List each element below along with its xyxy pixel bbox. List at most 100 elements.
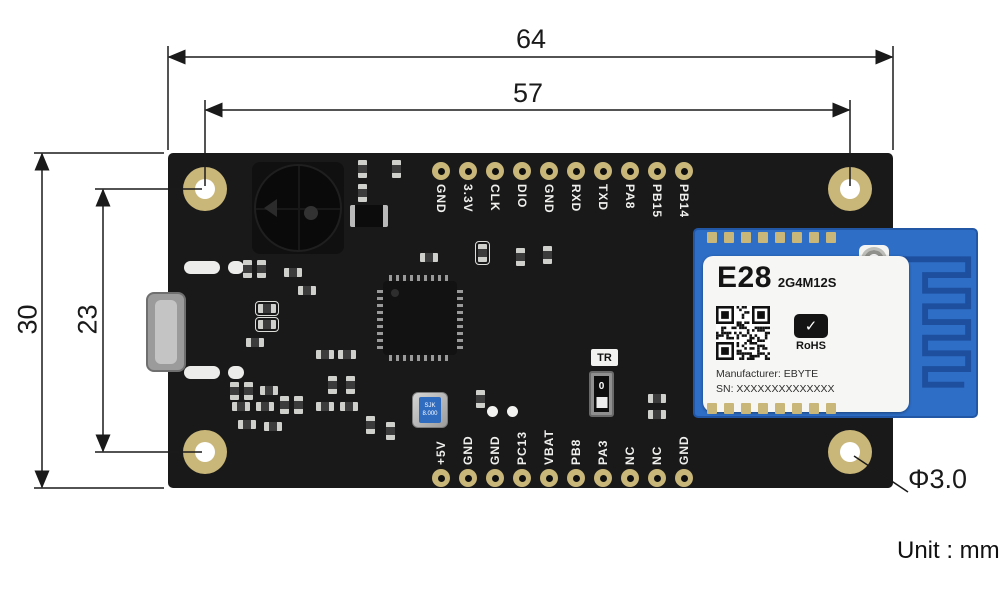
- smd-component: [230, 382, 239, 400]
- pin-pb8: PB8: [567, 411, 585, 487]
- pin-nc: NC: [648, 411, 666, 487]
- pin-label: PB15: [650, 184, 664, 219]
- module-castellation-pad: [758, 403, 768, 414]
- pin-txd: TXD: [594, 162, 612, 238]
- pin-dio: DIO: [513, 162, 531, 238]
- mcu-pins-left: [377, 287, 383, 349]
- module-castellation-pad: [707, 232, 717, 243]
- smd-component: [244, 382, 253, 400]
- silkscreen-mark: [228, 366, 244, 379]
- smd-component: [232, 402, 250, 411]
- smd-component: [255, 317, 279, 332]
- smd-component: [294, 396, 303, 414]
- smd-component: [516, 248, 525, 266]
- module-name: E28: [717, 261, 772, 294]
- pin-label: GND: [542, 184, 556, 214]
- smd-component: [476, 390, 485, 408]
- pin-label: PA8: [623, 184, 637, 210]
- module-castellation-pad: [792, 232, 802, 243]
- smd-component: [475, 241, 490, 265]
- module-title: E28 2G4M12S: [717, 261, 836, 295]
- module-castellation-pad: [826, 232, 836, 243]
- pin-pad: [675, 162, 693, 180]
- module-castellation-pad: [707, 403, 717, 414]
- antenna-trace: [885, 256, 972, 388]
- module-castellation-pad: [809, 232, 819, 243]
- smd-component: [280, 396, 289, 414]
- smd-component: [392, 160, 401, 178]
- rohs-text: RoHS: [796, 340, 826, 352]
- pin-pad: [675, 469, 693, 487]
- pin-pad: [648, 469, 666, 487]
- smd-component: [284, 268, 302, 277]
- pin-clk: CLK: [486, 162, 504, 238]
- silkscreen-mark: [228, 261, 244, 274]
- tr-switch-value: 0: [598, 381, 605, 392]
- pin-pa3: PA3: [594, 411, 612, 487]
- test-point: [507, 406, 518, 417]
- dim-overall-width: 64: [515, 24, 547, 54]
- pin-pad: [594, 469, 612, 487]
- pin-gnd: GND: [459, 411, 477, 487]
- pin-label: PA3: [596, 439, 610, 465]
- buzzer-hole: [303, 206, 318, 221]
- pin-pad: [648, 162, 666, 180]
- mounting-hole-top-right: [828, 167, 872, 211]
- mounting-hole-bottom-left: [183, 430, 227, 474]
- dim-overall-height: 30: [12, 304, 43, 335]
- pin-label: NC: [650, 445, 664, 465]
- pin-pc13: PC13: [513, 411, 531, 487]
- pin-pad: [621, 162, 639, 180]
- pin-label: TXD: [596, 184, 610, 211]
- smd-component: [386, 422, 395, 440]
- tr-silkscreen-label: TR: [591, 349, 618, 366]
- unit-label: Unit : mm: [897, 537, 1000, 564]
- pin-vbat: VBAT: [540, 411, 558, 487]
- pin-label: PB8: [569, 438, 583, 465]
- module-manufacturer: Manufacturer: EBYTE: [716, 368, 819, 380]
- mounting-hole-bottom-right: [828, 430, 872, 474]
- module-castellation-pad: [741, 403, 751, 414]
- pin-label: GND: [488, 435, 502, 465]
- module-castellation-pad: [758, 232, 768, 243]
- dim-hole-diameter: Φ3.0: [908, 464, 968, 494]
- smd-component: [316, 350, 334, 359]
- buzzer: [252, 162, 344, 254]
- pin-pad: [486, 162, 504, 180]
- pin-pa8: PA8: [621, 162, 639, 238]
- pin-gnd: GND: [675, 411, 693, 487]
- pin-pad: [513, 162, 531, 180]
- smd-component: [648, 410, 666, 419]
- tr-slide-switch: 0: [589, 371, 614, 417]
- smd-component: [648, 394, 666, 403]
- smd-component: [340, 402, 358, 411]
- smd-component: [256, 402, 274, 411]
- module-castellation-pad: [775, 403, 785, 414]
- smd-component: [328, 376, 337, 394]
- smd-component: [543, 246, 552, 264]
- smd-component: [298, 286, 316, 295]
- smd-component: [238, 420, 256, 429]
- smd-component: [264, 422, 282, 431]
- smd-component: [243, 260, 252, 278]
- pin-+5v: +5V: [432, 411, 450, 487]
- smd-component: [338, 350, 356, 359]
- pin-3.3v: 3.3V: [459, 162, 477, 238]
- module-castellation-pad: [724, 232, 734, 243]
- pin-label: 3.3V: [461, 184, 475, 213]
- pin-gnd: GND: [486, 411, 504, 487]
- pin-pad: [540, 162, 558, 180]
- pin-label: CLK: [488, 184, 502, 212]
- pin-pad: [459, 162, 477, 180]
- test-point: [487, 406, 498, 417]
- crystal-label: SJK 8.000: [419, 397, 441, 423]
- pin-gnd: GND: [540, 162, 558, 238]
- module-castellation-pad: [724, 403, 734, 414]
- tr-switch-knob: [596, 397, 607, 408]
- pin-label: VBAT: [542, 429, 556, 465]
- tr-switch-body: 0: [594, 376, 609, 412]
- pin-label: DIO: [515, 184, 529, 209]
- smd-component: [358, 160, 367, 178]
- silkscreen-mark: [184, 366, 220, 379]
